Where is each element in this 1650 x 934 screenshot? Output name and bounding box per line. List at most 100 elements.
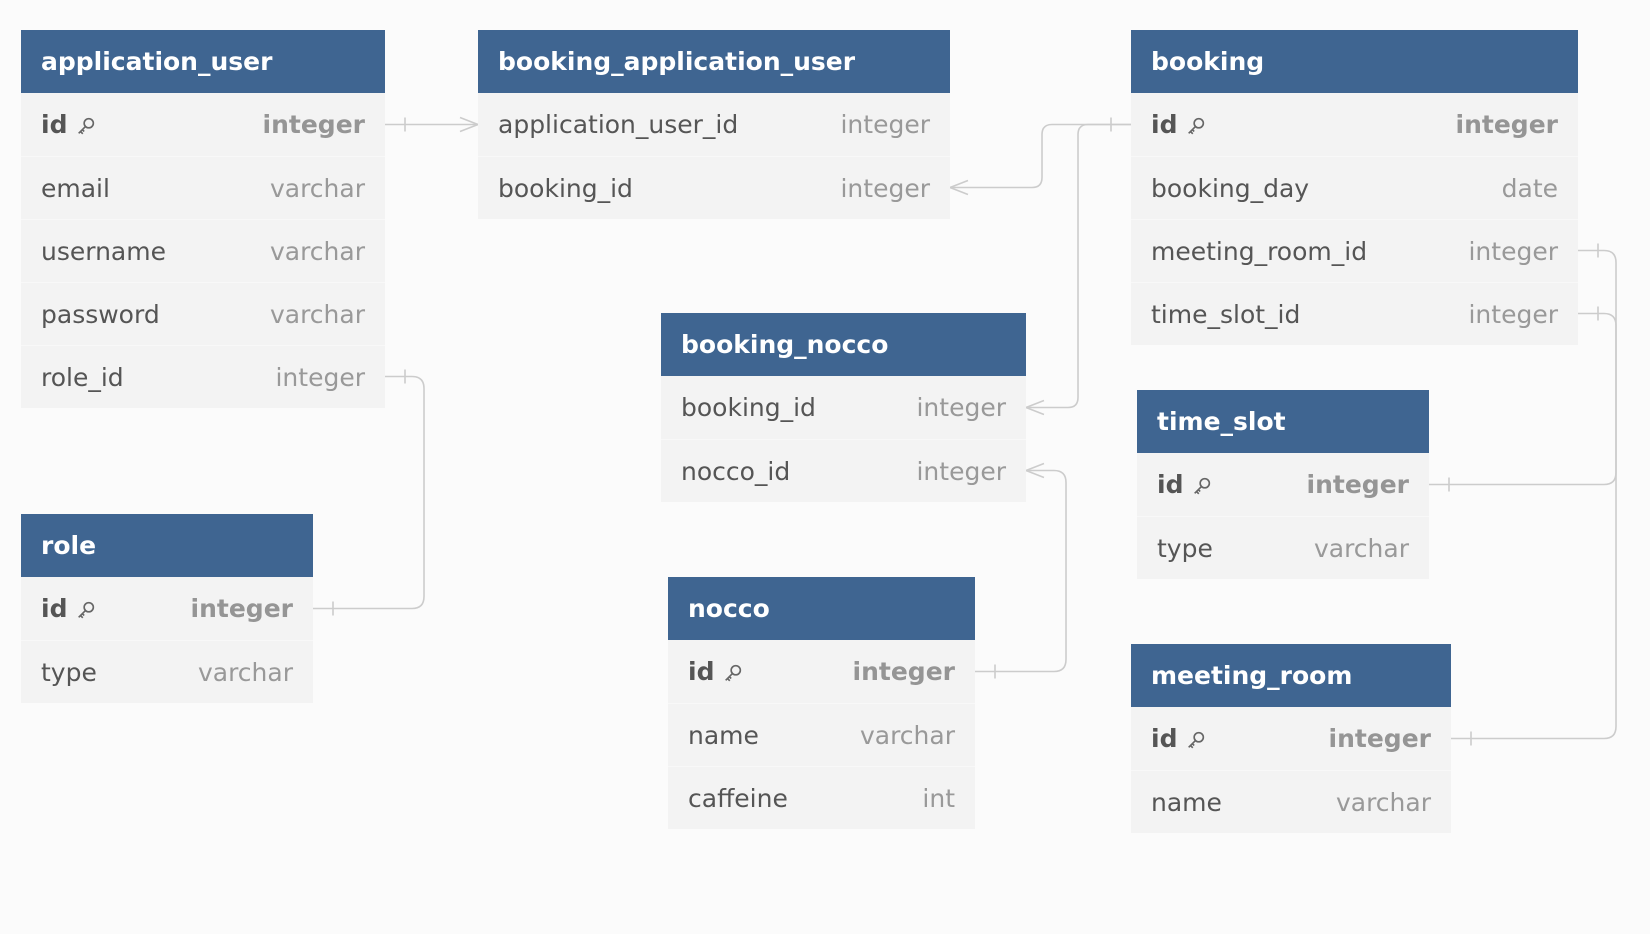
column-type: integer (262, 110, 365, 139)
column-type: varchar (1313, 533, 1409, 563)
column-name: role_id (41, 362, 124, 392)
table-title[interactable]: time_slot (1137, 390, 1429, 453)
column-row[interactable]: name varchar (1131, 770, 1451, 833)
column-name-wrap: username (41, 237, 166, 266)
column-name-wrap: type (1157, 534, 1213, 563)
many-marker (1023, 399, 1045, 416)
relation-line (950, 123, 1131, 189)
column-row[interactable]: type varchar (1137, 516, 1429, 579)
column-row[interactable]: id integer (668, 640, 975, 703)
column-row[interactable]: nocco_id integer (661, 439, 1026, 502)
column-name: name (1151, 787, 1222, 817)
column-name: booking_id (498, 173, 633, 203)
table-title[interactable]: booking (1131, 30, 1578, 93)
column-type: varchar (269, 173, 365, 203)
column-name: type (1157, 533, 1213, 563)
column-name: time_slot_id (1151, 299, 1301, 329)
column-row[interactable]: booking_id integer (478, 156, 950, 219)
column-name: id (1151, 724, 1178, 753)
column-type: integer (1328, 724, 1431, 753)
column-name-wrap: booking_id (681, 393, 816, 422)
column-row[interactable]: type varchar (21, 640, 313, 703)
column-name-wrap: application_user_id (498, 110, 738, 139)
column-name: meeting_room_id (1151, 236, 1368, 266)
column-row[interactable]: time_slot_id integer (1131, 282, 1578, 345)
column-type: integer (840, 110, 930, 139)
column-name-wrap: id (1151, 724, 1207, 753)
column-type: varchar (197, 657, 293, 687)
column-name: id (1151, 110, 1178, 139)
column-row[interactable]: id integer (21, 93, 385, 156)
column-name-wrap: caffeine (688, 784, 788, 813)
column-name: id (688, 657, 715, 686)
table-title[interactable]: role (21, 514, 313, 577)
column-row[interactable]: username varchar (21, 219, 385, 282)
table-title[interactable]: booking_nocco (661, 313, 1026, 376)
column-name-wrap: type (41, 658, 97, 687)
column-name-wrap: booking_id (498, 174, 633, 203)
relation-line (1451, 249, 1617, 740)
key-icon (75, 114, 97, 136)
column-name-wrap: meeting_room_id (1151, 237, 1367, 266)
column-name-wrap: nocco_id (681, 457, 790, 486)
column-name-wrap: time_slot_id (1151, 300, 1300, 329)
table-role[interactable]: role id integer type varchar (21, 514, 313, 703)
column-name: id (41, 110, 68, 139)
table-title[interactable]: application_user (21, 30, 385, 93)
column-name: application_user_id (498, 110, 739, 139)
column-type: varchar (1335, 787, 1431, 817)
column-name: type (41, 657, 97, 687)
column-name-wrap: email (41, 174, 110, 203)
many-marker (1023, 462, 1045, 479)
column-type: integer (840, 173, 930, 203)
column-type: integer (190, 594, 293, 623)
column-type: varchar (269, 236, 365, 266)
key-icon (75, 598, 97, 620)
column-row[interactable]: application_user_id integer (478, 93, 950, 156)
column-name: email (41, 173, 110, 203)
column-type: integer (916, 456, 1006, 486)
column-type: int (922, 783, 955, 813)
column-row[interactable]: caffeine int (668, 766, 975, 829)
column-name: caffeine (688, 783, 788, 813)
column-row[interactable]: id integer (21, 577, 313, 640)
table-title[interactable]: booking_application_user (478, 30, 950, 93)
column-type: integer (1468, 299, 1558, 329)
column-type: integer (916, 393, 1006, 422)
table-title[interactable]: meeting_room (1131, 644, 1451, 707)
column-name: password (41, 299, 160, 329)
column-row[interactable]: booking_id integer (661, 376, 1026, 439)
column-name-wrap: id (1157, 470, 1213, 499)
column-name: username (41, 236, 166, 266)
key-icon (1191, 474, 1213, 496)
relation-line (1026, 123, 1131, 409)
column-row[interactable]: email varchar (21, 156, 385, 219)
column-name-wrap: id (688, 657, 744, 686)
column-row[interactable]: id integer (1131, 707, 1451, 770)
column-name-wrap: booking_day (1151, 174, 1309, 203)
table-title[interactable]: nocco (668, 577, 975, 640)
column-name-wrap: role_id (41, 363, 124, 392)
column-name-wrap: id (41, 594, 97, 623)
column-name: nocco_id (681, 456, 791, 486)
column-name: booking_day (1151, 173, 1310, 203)
relation-line (975, 469, 1067, 673)
column-type: varchar (859, 720, 955, 750)
column-type: integer (852, 657, 955, 686)
